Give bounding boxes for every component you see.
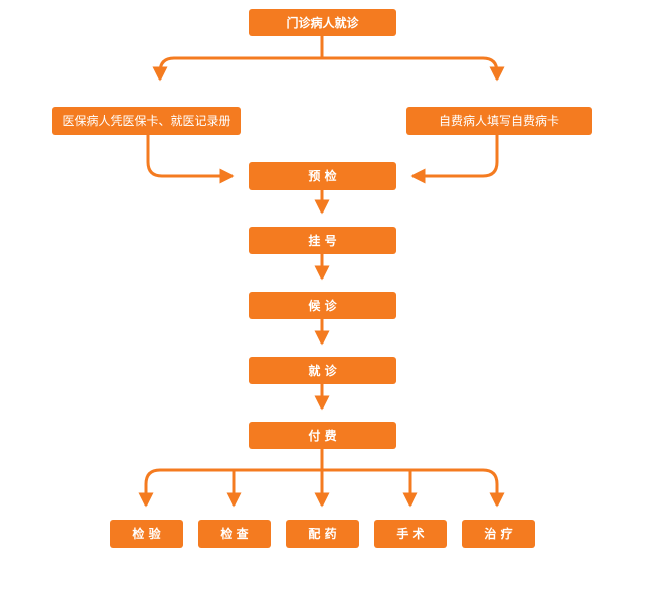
node-self-pay-patient: 自费病人填写自费病卡 (406, 107, 592, 135)
node-triage: 候 诊 (249, 292, 396, 319)
connector-insured-to-precheck (146, 135, 235, 184)
connector-start-split (152, 56, 505, 82)
node-service-surgery: 手 术 (374, 520, 447, 548)
node-pre-check: 预 检 (249, 162, 396, 190)
node-service-lab-test: 检 验 (110, 520, 183, 548)
node-start: 门诊病人就诊 (249, 9, 396, 36)
node-payment: 付 费 (249, 422, 396, 449)
connector-selfpay-to-precheck (410, 135, 499, 184)
node-consultation: 就 诊 (249, 357, 396, 384)
node-service-examination: 检 查 (198, 520, 271, 548)
node-service-pharmacy: 配 药 (286, 520, 359, 548)
node-registration: 挂 号 (249, 227, 396, 254)
node-service-treatment: 治 疗 (462, 520, 535, 548)
node-insured-patient: 医保病人凭医保卡、就医记录册 (52, 107, 241, 135)
